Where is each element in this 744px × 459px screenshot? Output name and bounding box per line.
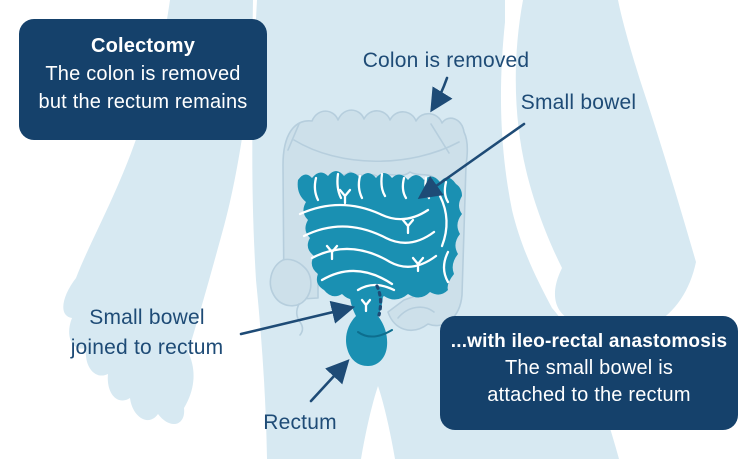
label-small-bowel-joined-to-rectum: Small bowel joined to rectum: [52, 303, 242, 363]
label-joined-line1: Small bowel: [89, 306, 205, 329]
arrow-joined-to-rectum: [239, 300, 356, 336]
colon-fold-line-1: [293, 139, 460, 163]
arrow-rectum: [309, 359, 350, 403]
appendix-ghost: [295, 303, 304, 336]
label-rectum: Rectum: [263, 411, 337, 434]
colon-fold-line-2: [430, 123, 450, 154]
colon-fold-line-3: [287, 123, 300, 151]
rectum-shape: [346, 282, 388, 366]
cecum-ghost: [269, 258, 312, 307]
callout-anastomosis: ...with ileo-rectal anastomosis The smal…: [440, 316, 738, 430]
rectum-fold-line: [357, 329, 393, 338]
right-arm-silhouette: [515, 0, 696, 337]
label-small-bowel: Small bowel: [520, 91, 637, 114]
bowel-loop-lines: [298, 172, 450, 313]
sigmoid-fold-line: [397, 306, 435, 319]
callout-anastomosis-title: ...with ileo-rectal anastomosis: [450, 331, 728, 352]
callout-anastomosis-line2: attached to the rectum: [487, 384, 691, 406]
callout-arrows: [239, 76, 526, 403]
label-colon-removed: Colon is removed: [362, 49, 530, 72]
arrow-small-bowel: [417, 122, 526, 199]
stitches: [375, 284, 383, 317]
callout-anastomosis-line1: The small bowel is: [504, 357, 674, 379]
callout-colectomy: Colectomy The colon is removed but the r…: [19, 19, 267, 140]
label-joined-line2: joined to rectum: [70, 336, 224, 359]
callout-colectomy-line2: but the rectum remains: [38, 91, 248, 113]
callout-colectomy-title: Colectomy: [90, 35, 196, 57]
arrow-colon-removed: [430, 76, 453, 113]
callout-colectomy-line1: The colon is removed: [45, 63, 241, 85]
